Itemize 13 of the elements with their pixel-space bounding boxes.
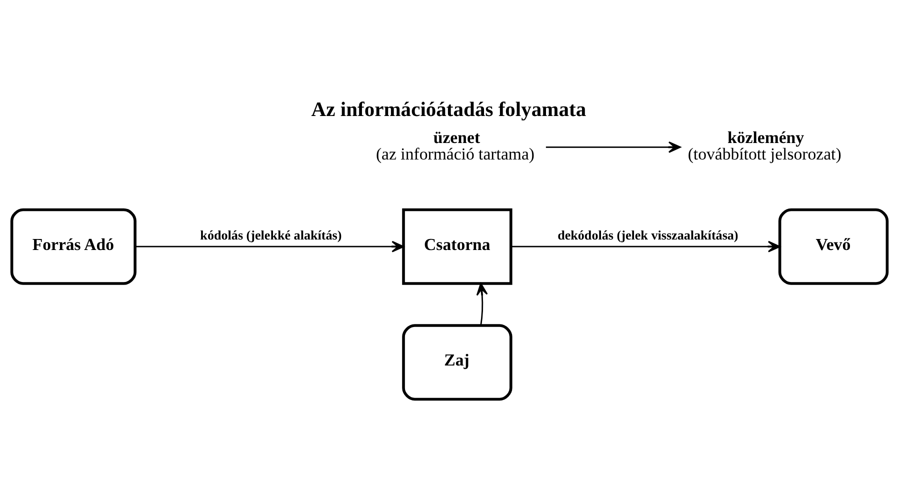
edge-label: kódolás (jelekké alakítás) xyxy=(200,226,342,242)
arrow xyxy=(476,282,488,325)
arrow xyxy=(511,240,780,252)
edge-label: dekódolás (jelek visszaalakítása) xyxy=(558,226,738,242)
diagram-title: Az információátadás folyamata xyxy=(311,98,586,120)
node-box: Zaj xyxy=(402,324,512,400)
arrow xyxy=(135,240,404,252)
node-box: Forrás Adó xyxy=(10,208,136,284)
node-text: üzenet (az információ tartama) xyxy=(376,127,535,164)
arrow xyxy=(546,140,681,152)
node-box: Vevő xyxy=(778,208,889,284)
node-box: Csatorna xyxy=(402,208,512,284)
node-text: közlemény (továbbított jelsorozat) xyxy=(688,127,842,164)
